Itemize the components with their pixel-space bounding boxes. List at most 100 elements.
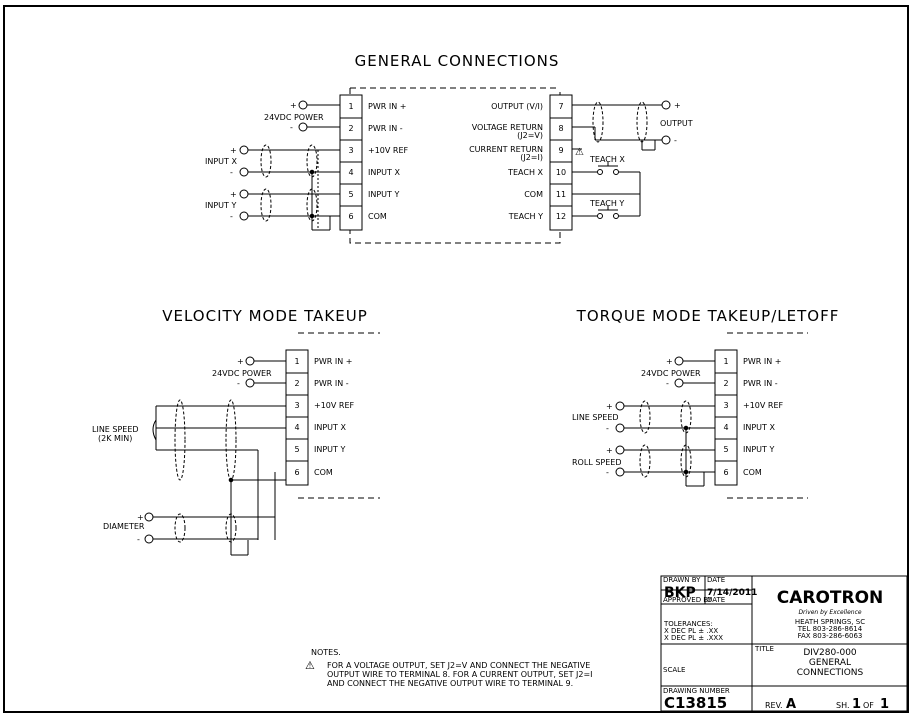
svg-text:DRAWN BY: DRAWN BY — [663, 576, 701, 584]
svg-text:LINE SPEED: LINE SPEED — [92, 425, 139, 434]
svg-text:INPUT Y: INPUT Y — [743, 445, 774, 454]
svg-text:COM: COM — [743, 468, 762, 477]
svg-text:4: 4 — [294, 423, 299, 432]
svg-text:(J2=I): (J2=I) — [520, 153, 543, 162]
velocity-frame — [285, 332, 380, 499]
terminal-row: 2 PWR IN - — [348, 124, 402, 133]
carotron-logo: CAROTRON — [777, 588, 884, 608]
svg-text:2: 2 — [294, 379, 299, 388]
svg-text:+10V REF: +10V REF — [368, 146, 409, 155]
svg-text:PWR IN -: PWR IN - — [743, 379, 778, 388]
svg-text:INPUT X: INPUT X — [743, 423, 775, 432]
svg-text:1: 1 — [294, 357, 299, 366]
svg-text:GENERAL: GENERAL — [809, 658, 851, 668]
torque-title: TORQUE MODE TAKEUP/LETOFF — [576, 307, 840, 325]
svg-text:APPROVED BY: APPROVED BY — [663, 596, 713, 604]
svg-text:+: + — [137, 513, 144, 522]
svg-text:AND CONNECT THE NEGATIVE OUTPU: AND CONNECT THE NEGATIVE OUTPUT WIRE TO … — [327, 679, 573, 688]
svg-text:TOLERANCES:: TOLERANCES: — [663, 620, 713, 628]
svg-text:INPUT Y: INPUT Y — [368, 190, 399, 199]
svg-text:BKP: BKP — [664, 585, 696, 601]
svg-text:-: - — [606, 424, 609, 433]
svg-text:FOR A VOLTAGE OUTPUT, SET J2=V: FOR A VOLTAGE OUTPUT, SET J2=V AND CONNE… — [327, 661, 590, 670]
svg-text:REV.: REV. — [765, 701, 783, 710]
svg-text:SCALE: SCALE — [663, 666, 685, 674]
svg-text:24VDC POWER: 24VDC POWER — [264, 113, 324, 122]
general-right-wiring — [572, 100, 671, 219]
svg-text:24VDC POWER: 24VDC POWER — [641, 369, 701, 378]
terminal-row: 2 PWR IN - — [294, 379, 348, 388]
svg-text:(J2=V): (J2=V) — [517, 131, 543, 140]
svg-text:+: + — [666, 357, 673, 366]
svg-text:TEL 803-286-8614: TEL 803-286-8614 — [797, 625, 863, 633]
svg-text:INPUT X: INPUT X — [368, 168, 400, 177]
warning-icon: ⚠ — [305, 659, 315, 672]
svg-text:LINE SPEED: LINE SPEED — [572, 413, 619, 422]
svg-text:TITLE: TITLE — [754, 645, 774, 653]
svg-text:9: 9 — [558, 146, 563, 155]
svg-text:7: 7 — [558, 102, 563, 111]
svg-text:CONNECTIONS: CONNECTIONS — [797, 668, 864, 678]
svg-text:Driven by Excellence: Driven by Excellence — [798, 609, 861, 616]
terminal-row: 3+10V REF — [294, 401, 354, 410]
svg-text:DIV280-000: DIV280-000 — [803, 648, 857, 658]
svg-text:PWR IN -: PWR IN - — [368, 124, 403, 133]
svg-text:-: - — [230, 212, 233, 221]
svg-text:5: 5 — [348, 190, 353, 199]
svg-text:6: 6 — [723, 468, 728, 477]
svg-text:3: 3 — [294, 401, 299, 410]
svg-text:+10V REF: +10V REF — [743, 401, 784, 410]
svg-text:A: A — [786, 697, 796, 712]
svg-text:+: + — [290, 101, 297, 110]
svg-text:INPUT Y: INPUT Y — [314, 445, 345, 454]
svg-text:INPUT Y: INPUT Y — [205, 201, 236, 210]
torque-labels: + - 24VDC POWER + - LINE SPEED + - ROLL … — [572, 357, 701, 477]
svg-text:HEATH SPRINGS, SC: HEATH SPRINGS, SC — [795, 618, 865, 626]
svg-text:+: + — [230, 190, 237, 199]
svg-text:TEACH X: TEACH X — [589, 155, 625, 164]
terminal-row: 5 INPUT Y — [348, 190, 399, 199]
svg-text:1: 1 — [880, 697, 889, 712]
terminal-row: 3+10V REF — [723, 401, 783, 410]
warning-icon: ⚠ — [575, 147, 584, 158]
velocity-title: VELOCITY MODE TAKEUP — [162, 307, 368, 325]
svg-text:COM: COM — [314, 468, 333, 477]
svg-text:X DEC PL ± .XXX: X DEC PL ± .XXX — [664, 634, 723, 642]
svg-text:-: - — [237, 379, 240, 388]
svg-text:PWR IN -: PWR IN - — [314, 379, 349, 388]
svg-text:-: - — [674, 136, 677, 145]
svg-text:VOLTAGE RETURN: VOLTAGE RETURN — [472, 123, 543, 132]
terminal-row: 5 INPUT Y — [723, 445, 774, 454]
svg-text:OUTPUT: OUTPUT — [660, 119, 693, 128]
svg-text:24VDC POWER: 24VDC POWER — [212, 369, 272, 378]
svg-text:(2K MIN): (2K MIN) — [98, 434, 132, 443]
svg-text:1: 1 — [348, 102, 353, 111]
svg-text:DATE: DATE — [707, 576, 725, 584]
svg-text:8: 8 — [558, 124, 563, 133]
svg-text:11: 11 — [556, 190, 566, 199]
title-block — [660, 575, 908, 712]
svg-text:4: 4 — [348, 168, 353, 177]
svg-text:PWR IN +: PWR IN + — [368, 102, 406, 111]
svg-text:-: - — [230, 168, 233, 177]
title-block-text: DRAWN BY BKP DATE 7/14/2011 APPROVED BY … — [663, 576, 889, 712]
general-left-pins: 1 PWR IN + 2 PWR IN - 3+10V REF 4 INPUT X 5… — [348, 102, 408, 221]
svg-text:5: 5 — [294, 445, 299, 454]
terminal-row: 3+10V REF — [348, 146, 408, 155]
svg-text:2: 2 — [348, 124, 353, 133]
svg-text:TEACH Y: TEACH Y — [589, 199, 624, 208]
torque-frame — [714, 332, 808, 499]
svg-text:6: 6 — [348, 212, 353, 221]
svg-text:ROLL SPEED: ROLL SPEED — [572, 458, 621, 467]
velocity-wiring — [144, 356, 286, 556]
svg-text:5: 5 — [723, 445, 728, 454]
terminal-row: 4 INPUT X — [348, 168, 400, 177]
general-left-pin-dividers — [340, 117, 572, 207]
